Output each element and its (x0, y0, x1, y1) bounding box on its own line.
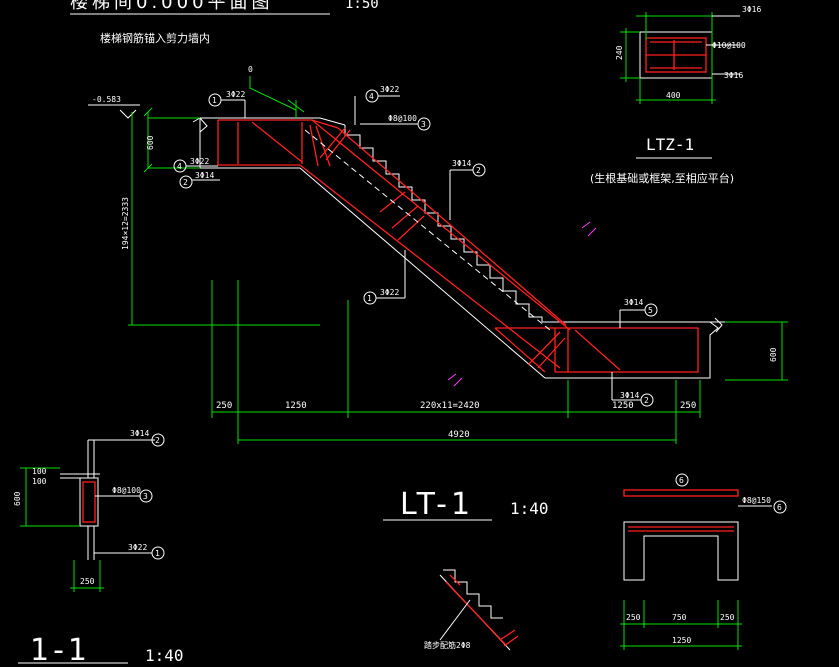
svg-text:2: 2 (155, 436, 160, 445)
ltz-title: LTZ-1 (646, 135, 694, 154)
stair-elevation: -0.583 (88, 95, 725, 379)
callouts: 1 3Φ22 4 3Φ22 2 3Φ14 0 4 3Φ22 Φ8@100 3 3… (173, 65, 658, 407)
ltz-bottom-bar: 3Φ16 (724, 71, 743, 80)
svg-text:3Φ14: 3Φ14 (195, 171, 214, 180)
dim-1: 250 (216, 401, 232, 411)
header-title: 楼梯间0.000平面图 (70, 0, 274, 13)
svg-text:2: 2 (476, 166, 481, 175)
right-dimension: 600 (725, 321, 788, 381)
bottom-dimensions: 250 1250 220x11=2420 1250 250 4920 (211, 280, 701, 444)
svg-text:2: 2 (644, 396, 649, 405)
svg-text:2: 2 (183, 178, 188, 187)
svg-text:3Φ22: 3Φ22 (226, 90, 245, 99)
sec-height: 600 (13, 491, 22, 506)
slab-dim-1: 250 (626, 613, 641, 622)
total-width: 4920 (448, 430, 470, 440)
svg-text:4: 4 (177, 162, 182, 171)
slab-rebar: Φ8@150 (742, 496, 771, 505)
ltz-width: 400 (666, 91, 681, 100)
header-note: 楼梯钢筋锚入剪力墙内 (100, 31, 210, 45)
sec-title: 1-1 (30, 633, 91, 667)
step-label: 踏步配筋2Φ8 (424, 640, 471, 650)
sec-top-dim-2: 100 (32, 477, 47, 486)
total-height-label: 194×12=2333 (121, 197, 130, 250)
svg-text:3Φ22: 3Φ22 (190, 157, 209, 166)
slab-total: 1250 (672, 636, 691, 645)
svg-text:3Φ22: 3Φ22 (380, 288, 399, 297)
svg-text:1: 1 (212, 96, 217, 105)
header-scale: 1:50 (345, 0, 379, 12)
section-mark-b (447, 373, 463, 387)
slab-dim-2: 750 (672, 613, 687, 622)
svg-text:3Φ22: 3Φ22 (380, 85, 399, 94)
ltz-height: 240 (615, 45, 624, 60)
sec-top-dim-1: 100 (32, 467, 47, 476)
ltz-top-bar: 3Φ16 (742, 5, 761, 14)
dim-4: 1250 (612, 401, 634, 411)
sec-top-bar: 3Φ14 (130, 429, 149, 438)
main-title: LT-1 (400, 487, 474, 522)
sec-scale: 1:40 (145, 646, 184, 665)
slab-dim-3: 250 (720, 613, 735, 622)
right-height-label: 600 (769, 347, 778, 362)
dim-3: 220x11=2420 (420, 401, 480, 411)
dim-5: 250 (680, 401, 696, 411)
main-scale: 1:40 (510, 499, 549, 518)
ltz-stirrup: Φ10@100 (712, 41, 746, 50)
slab-detail: 6 Φ8@150 6 250 750 250 1250 (620, 473, 787, 650)
ltz-section: 400 240 3Φ16 Φ10@100 3Φ16 LTZ-1 (生根基础或框架… (590, 5, 761, 185)
elevation-label: -0.583 (92, 95, 121, 104)
svg-text:6: 6 (777, 503, 782, 512)
svg-text:4: 4 (369, 92, 374, 101)
svg-text:5: 5 (648, 306, 653, 315)
svg-text:6: 6 (679, 476, 684, 485)
section-1-1: 3Φ14 2 Φ8@100 3 3Φ22 1 100 100 600 250 1… (13, 429, 184, 667)
section-mark-a (581, 221, 597, 237)
svg-text:3Φ14: 3Φ14 (624, 298, 643, 307)
svg-text:Φ8@100: Φ8@100 (388, 114, 417, 123)
svg-text:1: 1 (155, 549, 160, 558)
svg-text:3Φ14: 3Φ14 (620, 391, 639, 400)
left-height-label: 600 (146, 135, 155, 150)
ltz-note: (生根基础或框架,至相应平台) (590, 171, 734, 185)
svg-text:3Φ14: 3Φ14 (452, 159, 471, 168)
left-dimension: 600 194×12=2333 (121, 107, 320, 326)
zero-mark: 0 (248, 65, 253, 74)
sec-stirrup: Φ8@100 (112, 486, 141, 495)
svg-text:3: 3 (421, 120, 426, 129)
step-detail: 踏步配筋2Φ8 (424, 569, 519, 651)
sec-width: 250 (80, 577, 95, 586)
svg-text:1: 1 (367, 294, 372, 303)
dim-2: 1250 (285, 401, 307, 411)
sec-bottom-bar: 3Φ22 (128, 543, 147, 552)
svg-text:3: 3 (143, 492, 148, 501)
